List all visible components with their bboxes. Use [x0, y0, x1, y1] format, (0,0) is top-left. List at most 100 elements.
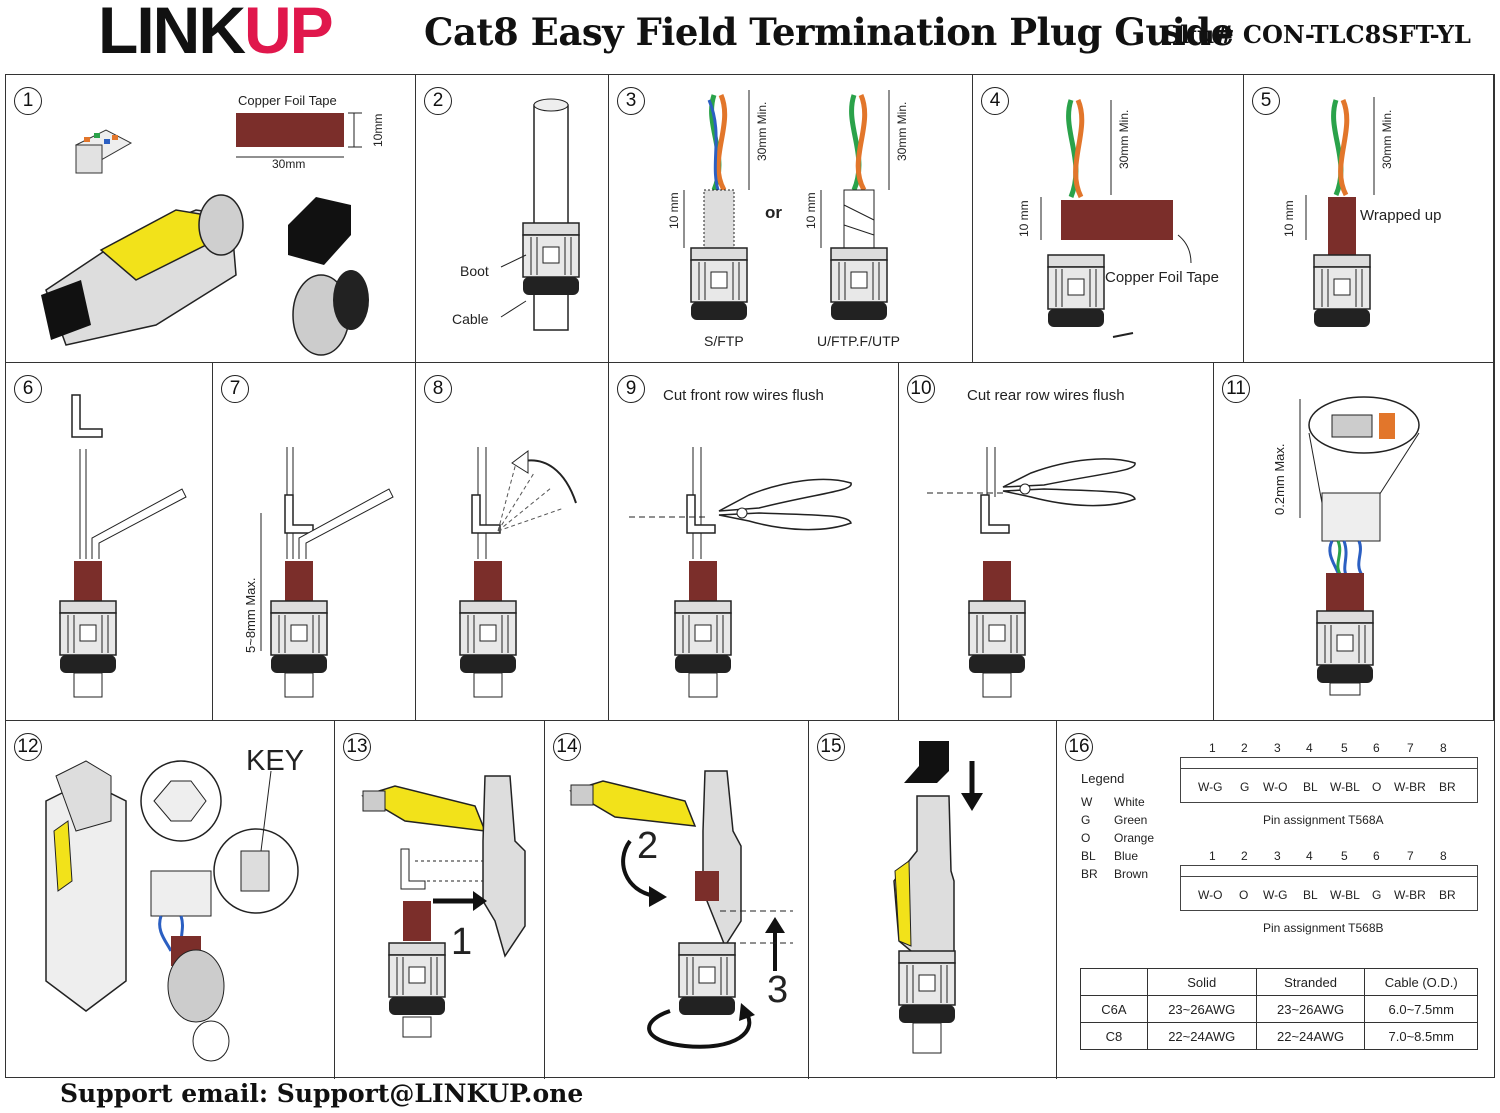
- step-9-panel: 9 Cut front row wires flush: [609, 363, 899, 721]
- pin-box-t568a: [1180, 757, 1478, 803]
- step-7-panel: 7 5~8mm Max.: [213, 363, 416, 721]
- legend-name-green: Green: [1114, 813, 1148, 827]
- step-number: 10: [907, 375, 935, 403]
- wrapped-up-label: Wrapped up: [1360, 207, 1442, 224]
- t568b-pin-6: G: [1372, 888, 1382, 902]
- step-1-panel: 1 Copper Foil Tape: [6, 75, 416, 363]
- step-number: 8: [424, 375, 452, 403]
- legend-code-g: G: [1081, 813, 1091, 827]
- step-number: 3: [617, 87, 645, 115]
- step-2-drawing: [500, 98, 580, 331]
- step-12-drawing: [45, 760, 299, 1062]
- table-cell: 6.0~7.5mm: [1364, 995, 1478, 1023]
- keystone-module-icon: [74, 129, 133, 174]
- t568b-caption: Pin assignment T568B: [1263, 921, 1384, 935]
- step-number: 9: [617, 375, 645, 403]
- step-13-arrow-number: 1: [451, 921, 473, 963]
- pin-number: 3: [1274, 741, 1281, 755]
- pin-number: 4: [1306, 741, 1313, 755]
- t568a-pin-1: W-G: [1198, 780, 1223, 794]
- step-number: 4: [981, 87, 1009, 115]
- t568a-pin-3: W-O: [1263, 780, 1288, 794]
- step-15-panel: 15: [809, 721, 1057, 1079]
- step-5-drawing: [1305, 97, 1375, 328]
- boot-label: Boot: [460, 263, 489, 279]
- min-30mm-label-right: 30mm Min.: [895, 101, 909, 161]
- wire-cutter-icon: [1002, 458, 1136, 507]
- logo-up: UP: [243, 0, 334, 67]
- cut-front-caption: Cut front row wires flush: [663, 387, 824, 404]
- copper-foil-tape-label: Copper Foil Tape: [1105, 269, 1219, 286]
- load-bar-cap-icon: [904, 741, 949, 783]
- or-label: or: [765, 203, 782, 222]
- legend-name-white: White: [1114, 795, 1145, 809]
- t568a-pin-7: W-BR: [1394, 780, 1426, 794]
- cable-label: Cable: [452, 311, 489, 327]
- pin-number: 6: [1373, 741, 1380, 755]
- legend-code-bl: BL: [1081, 849, 1096, 863]
- step-14-drawing: [569, 770, 793, 1049]
- step-3-drawing: [683, 90, 890, 321]
- header: LINKUP Cat8 Easy Field Termination Plug …: [0, 0, 1500, 72]
- table-row: C6A 23~26AWG 23~26AWG 6.0~7.5mm: [1080, 995, 1478, 1023]
- t568a-pin-5: W-BL: [1330, 780, 1360, 794]
- step-16-panel: 16 Legend W White G Green O Orange BL Bl…: [1057, 721, 1494, 1079]
- pin-number: 6: [1373, 849, 1380, 863]
- step-10-panel: 10 Cut rear row wires flush: [899, 363, 1214, 721]
- table-cell: C8: [1080, 1022, 1148, 1050]
- cable-spec-table: Solid Stranded Cable (O.D.) C6A 23~26AWG…: [1080, 968, 1478, 1050]
- legend-code-o: O: [1081, 831, 1091, 845]
- copper-foil-tape-label: Copper Foil Tape: [238, 93, 337, 108]
- copper-tape-swatch: [236, 113, 344, 147]
- pin-number: 3: [1274, 849, 1281, 863]
- t568b-pin-7: W-BR: [1394, 888, 1426, 902]
- load-bar-icon: [71, 394, 103, 438]
- step-12-panel: 12 KEY: [6, 721, 335, 1079]
- table-header-cell: Stranded: [1255, 968, 1366, 996]
- pin-number: 8: [1440, 741, 1447, 755]
- pin-number: 5: [1341, 741, 1348, 755]
- step-number: 2: [424, 87, 452, 115]
- pin-number: 8: [1440, 849, 1447, 863]
- step-2-panel: 2 Boot Cable: [416, 75, 609, 363]
- step-number: 16: [1065, 733, 1093, 761]
- pin-number: 1: [1209, 849, 1216, 863]
- table-header-cell: [1080, 968, 1148, 996]
- step-4-panel: 4 Copper Foil Tape 30mm Min. 10 mm: [973, 75, 1244, 363]
- step-8-panel: 8: [416, 363, 609, 721]
- sku-label: Sku# CON-TLC8SFT-YL: [1163, 20, 1471, 49]
- min-30mm-label-left: 30mm Min.: [755, 101, 769, 161]
- ten-mm-label-left: 10 mm: [667, 192, 681, 229]
- t568b-pin-4: BL: [1303, 888, 1318, 902]
- t568a-pin-4: BL: [1303, 780, 1318, 794]
- pin-number: 4: [1306, 849, 1313, 863]
- load-bar-icon: [288, 197, 351, 265]
- sftp-label: S/FTP: [704, 333, 744, 349]
- table-header-cell: Solid: [1146, 968, 1257, 996]
- step-14-panel: 14 2 3: [545, 721, 809, 1079]
- step-number: 5: [1252, 87, 1280, 115]
- legend-name-blue: Blue: [1114, 849, 1139, 863]
- step-number: 14: [553, 733, 581, 761]
- copper-tape-strip: [1061, 200, 1173, 240]
- step-11-drawing: [1299, 396, 1420, 696]
- step-number: 1: [14, 87, 42, 115]
- step-6-drawing: [59, 394, 187, 698]
- step-number: 7: [221, 375, 249, 403]
- pin-box-t568b: [1180, 865, 1478, 911]
- wire-cutter-icon: [718, 478, 852, 531]
- table-cell: 7.0~8.5mm: [1364, 1022, 1478, 1050]
- step-9-drawing: [629, 447, 852, 698]
- uftp-wires-icon: [843, 94, 875, 249]
- legend-code-w: W: [1081, 795, 1093, 809]
- step-4-drawing: [1040, 99, 1192, 338]
- table-cell: 22~24AWG: [1255, 1022, 1366, 1050]
- table-header-row: Solid Stranded Cable (O.D.): [1080, 968, 1478, 996]
- sftp-wires-icon: [703, 94, 735, 249]
- legend-name-brown: Brown: [1114, 867, 1149, 881]
- ten-mm-label-right: 10 mm: [804, 192, 818, 229]
- t568b-pin-2: O: [1239, 888, 1249, 902]
- step-7-drawing: [260, 447, 394, 698]
- step-number: 11: [1222, 375, 1250, 403]
- height-10mm-label: 10mm: [371, 113, 385, 147]
